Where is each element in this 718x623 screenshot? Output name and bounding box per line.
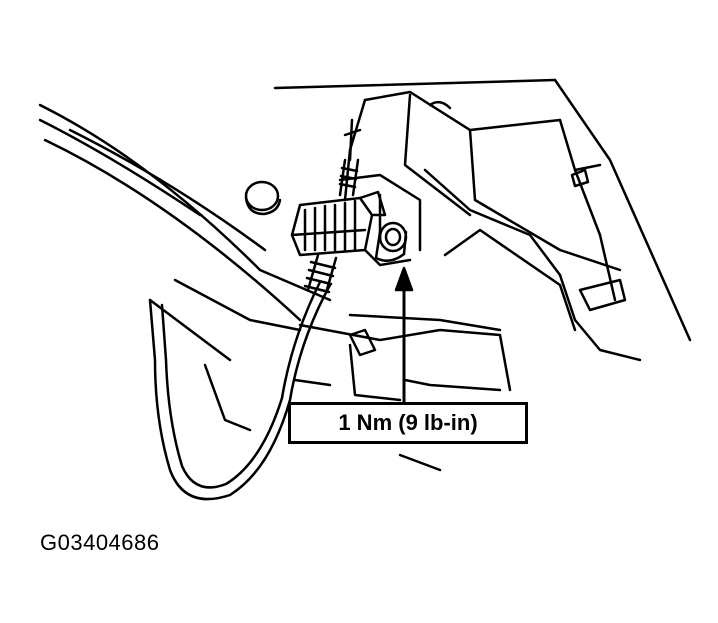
round-boss — [244, 180, 282, 216]
fastener-bolt — [374, 221, 408, 262]
figure-id: G03404686 — [40, 530, 160, 555]
torque-label: 1 Nm (9 lb-in) — [338, 410, 478, 435]
upper-spring — [338, 118, 362, 197]
housing-panel — [273, 78, 692, 362]
frame-rails — [38, 103, 512, 472]
torque-callout: 1 Nm (9 lb-in) — [288, 402, 528, 444]
cable — [148, 280, 332, 501]
cable-spring — [303, 253, 338, 295]
cable-connector — [290, 173, 422, 267]
callout-arrow — [394, 266, 414, 404]
